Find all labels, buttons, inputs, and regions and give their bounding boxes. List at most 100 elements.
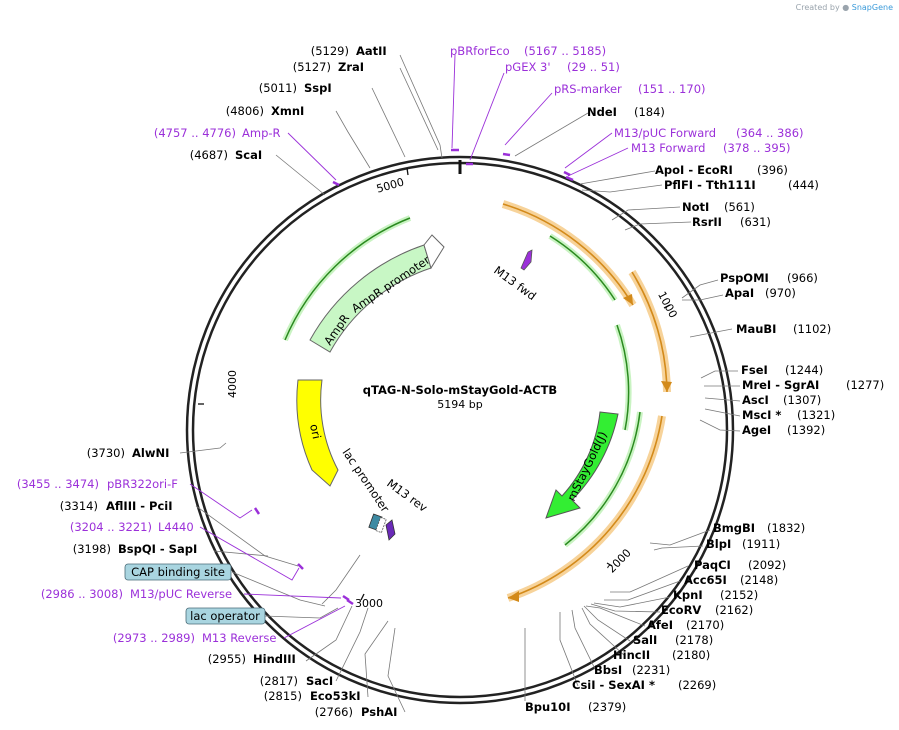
enzyme-label[interactable]: BspQI - SapI	[118, 542, 197, 556]
enzyme-label[interactable]: (1277)	[846, 378, 884, 392]
enzyme-label[interactable]: (2269)	[678, 678, 716, 692]
enzyme-label[interactable]: HindIII	[253, 652, 296, 666]
enzyme-label[interactable]: (2148)	[740, 573, 778, 587]
primer-label[interactable]: pBR322ori-F	[107, 477, 178, 491]
enzyme-label[interactable]: ZraI	[338, 60, 364, 74]
enzyme-label[interactable]: MscI *	[742, 408, 781, 422]
primer-label[interactable]: (378 .. 395)	[723, 141, 791, 155]
cap-binding-site-box[interactable]	[124, 563, 232, 581]
primer-label[interactable]: (29 .. 51)	[567, 60, 620, 74]
enzyme-label[interactable]: RsrII	[692, 215, 722, 229]
enzyme-label[interactable]: (2092)	[748, 558, 786, 572]
ampr-promoter-feature[interactable]	[423, 234, 445, 270]
enzyme-label[interactable]: ApoI - EcoRI	[655, 163, 733, 177]
enzyme-label[interactable]: (2955)	[208, 652, 246, 666]
enzyme-label[interactable]: PspOMI	[720, 271, 769, 285]
enzyme-label[interactable]: (2180)	[672, 648, 710, 662]
primer-label[interactable]: (364 .. 386)	[736, 126, 804, 140]
primer-label[interactable]: (5167 .. 5185)	[524, 44, 606, 58]
enzyme-label[interactable]: SacI	[306, 674, 333, 688]
primer-label[interactable]: pBRforEco	[450, 44, 510, 58]
enzyme-label[interactable]: Eco53kI	[310, 689, 361, 703]
enzyme-label[interactable]: SspI	[304, 81, 332, 95]
cap-site-box[interactable]	[375, 516, 387, 534]
enzyme-label[interactable]: (1244)	[785, 363, 823, 377]
enzyme-label[interactable]: (1102)	[793, 322, 831, 336]
enzyme-label[interactable]: SalI	[633, 633, 657, 647]
enzyme-label[interactable]: ApaI	[725, 286, 754, 300]
enzyme-label[interactable]: (2817)	[260, 674, 298, 688]
enzyme-label[interactable]: NotI	[682, 200, 709, 214]
enzyme-label[interactable]: (2162)	[715, 603, 753, 617]
enzyme-label[interactable]: BmgBI	[713, 521, 755, 535]
enzyme-label[interactable]: (2815)	[264, 689, 302, 703]
enzyme-label[interactable]: (3198)	[73, 542, 111, 556]
enzyme-label[interactable]: (561)	[724, 200, 755, 214]
primer-label[interactable]: (4757 .. 4776)	[154, 126, 236, 140]
primer-label[interactable]: pGEX 3'	[505, 60, 551, 74]
enzyme-label[interactable]: (966)	[787, 271, 818, 285]
enzyme-label[interactable]: (184)	[634, 105, 665, 119]
enzyme-label[interactable]: AgeI	[742, 423, 771, 437]
enzyme-label[interactable]: BlpI	[706, 537, 731, 551]
enzyme-label[interactable]: (1911)	[742, 537, 780, 551]
enzyme-label[interactable]: Bpu10I	[525, 700, 570, 714]
primer-label[interactable]: pRS-marker	[554, 82, 622, 96]
enzyme-label[interactable]: ScaI	[235, 148, 262, 162]
enzyme-label[interactable]: (3730)	[87, 446, 125, 460]
primer-label[interactable]: (2986 .. 3008)	[41, 587, 123, 601]
enzyme-label[interactable]: MreI - SgrAI	[742, 378, 819, 392]
enzyme-label[interactable]: (2379)	[588, 700, 626, 714]
enzyme-label[interactable]: (5011)	[259, 81, 297, 95]
primer-label[interactable]: M13 Forward	[631, 141, 705, 155]
enzyme-label[interactable]: (2170)	[686, 618, 724, 632]
enzyme-label[interactable]: MauBI	[736, 322, 776, 336]
enzyme-label[interactable]: CsiI - SexAI *	[572, 678, 655, 692]
enzyme-label[interactable]: (970)	[765, 286, 796, 300]
enzyme-label[interactable]: BbsI	[594, 663, 622, 677]
enzyme-label[interactable]: KpnI	[673, 588, 703, 602]
enzyme-label[interactable]: (2178)	[675, 633, 713, 647]
primer-label[interactable]: M13/pUC Reverse	[130, 587, 232, 601]
primer-label[interactable]: (3204 .. 3221)	[70, 520, 152, 534]
primer-label[interactable]: M13 Reverse	[202, 631, 276, 645]
enzyme-label[interactable]: PflFI - Tth111I	[664, 178, 756, 192]
primer-label[interactable]: L4440	[158, 520, 194, 534]
enzyme-label[interactable]: (4687)	[190, 148, 228, 162]
enzyme-label[interactable]: (631)	[740, 215, 771, 229]
enzyme-label[interactable]: PaqCI	[694, 558, 731, 572]
m13-rev-feature[interactable]	[385, 519, 396, 541]
enzyme-label[interactable]: FseI	[741, 363, 768, 377]
mstaygold-feature[interactable]	[545, 411, 619, 519]
enzyme-label[interactable]: (4806)	[226, 104, 264, 118]
enzyme-label[interactable]: (396)	[757, 163, 788, 177]
enzyme-label[interactable]: (5127)	[293, 60, 331, 74]
ori-feature[interactable]	[296, 379, 339, 487]
enzyme-label[interactable]: (2152)	[720, 588, 758, 602]
enzyme-label[interactable]: Acc65I	[684, 573, 727, 587]
enzyme-label[interactable]: AlwNI	[132, 446, 169, 460]
enzyme-label[interactable]: PshAI	[361, 705, 397, 719]
enzyme-label[interactable]: AfeI	[647, 618, 673, 632]
enzyme-label[interactable]: (2766)	[315, 705, 353, 719]
primer-label[interactable]: (3455 .. 3474)	[17, 477, 99, 491]
primer-label[interactable]: (2973 .. 2989)	[113, 631, 195, 645]
primer-label[interactable]: (151 .. 170)	[638, 82, 706, 96]
enzyme-label[interactable]: AscI	[742, 393, 769, 407]
enzyme-label[interactable]: (444)	[788, 178, 819, 192]
enzyme-label[interactable]: (1307)	[783, 393, 821, 407]
enzyme-label[interactable]: (2231)	[632, 663, 670, 677]
primer-label[interactable]: Amp-R	[242, 126, 281, 140]
enzyme-label[interactable]: XmnI	[271, 104, 304, 118]
enzyme-label[interactable]: AflIII - PciI	[106, 499, 173, 513]
enzyme-label[interactable]: HincII	[613, 648, 650, 662]
enzyme-label[interactable]: (1832)	[767, 521, 805, 535]
enzyme-label[interactable]: AatII	[356, 44, 387, 58]
primer-label[interactable]: M13/pUC Forward	[614, 126, 716, 140]
enzyme-label[interactable]: (3314)	[60, 499, 98, 513]
enzyme-label[interactable]: (1392)	[787, 423, 825, 437]
lac-operator-box[interactable]	[185, 607, 266, 625]
enzyme-label[interactable]: (1321)	[797, 408, 835, 422]
enzyme-label[interactable]: (5129)	[311, 44, 349, 58]
enzyme-label[interactable]: NdeI	[587, 105, 617, 119]
